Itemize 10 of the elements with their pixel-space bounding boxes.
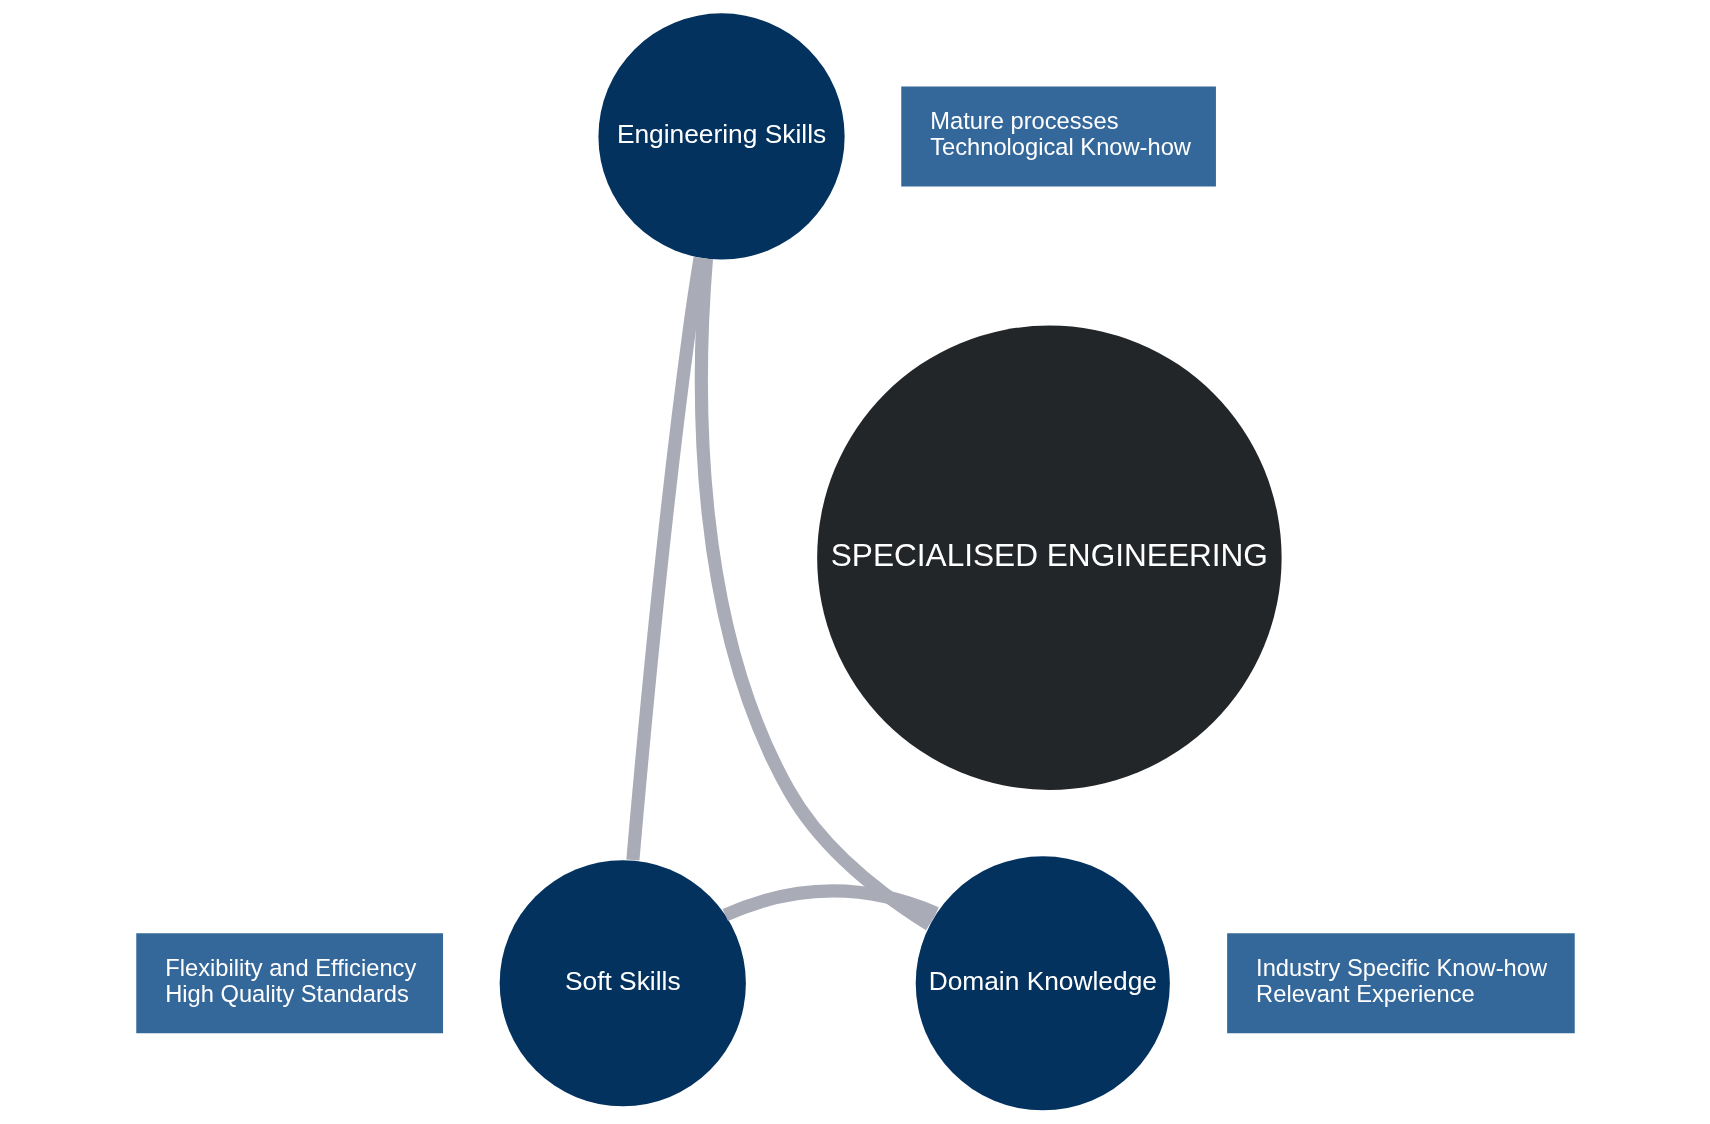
- node-box: Flexibility and Efficiency High Quality Standards: [135, 933, 443, 1034]
- node-circle: Domain Knowledge: [915, 856, 1170, 1111]
- node-circle: Soft Skills: [499, 860, 746, 1107]
- connector: [722, 884, 939, 922]
- node-box: Industry Specific Know-how Relevant Experience: [1226, 933, 1575, 1034]
- node-box: Mature processes Technological Know-how: [900, 86, 1216, 187]
- connector: [625, 256, 707, 861]
- node-circle: SPECIALISED ENGINEERING: [816, 325, 1282, 790]
- connector: [694, 258, 933, 931]
- node-circle: Engineering Skills: [597, 13, 845, 260]
